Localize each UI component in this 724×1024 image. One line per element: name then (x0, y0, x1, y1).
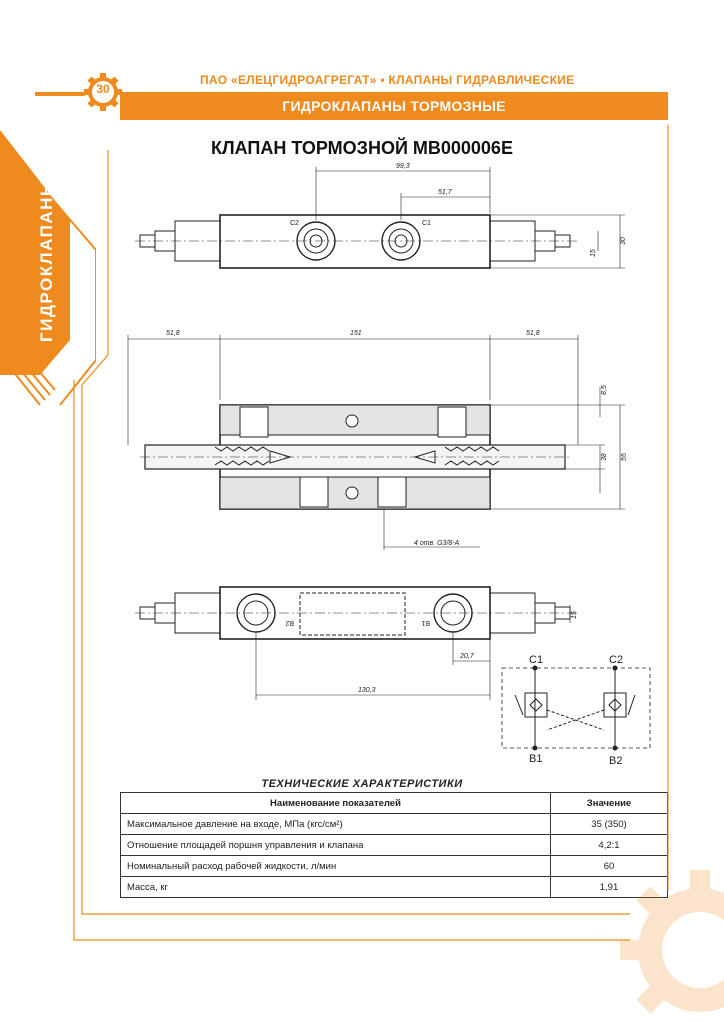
bottom-view (135, 586, 580, 700)
specs-header-row: Наименование показателей Значение (120, 792, 668, 814)
schema-b2: B2 (609, 755, 622, 767)
section-dim-right: 51,8 (526, 330, 540, 337)
header-section-band: ГИДРОКЛАПАНЫ ТОРМОЗНЫЕ (120, 92, 668, 120)
top-port-c2: С2 (290, 220, 299, 227)
bottom-port-b1: В1 (421, 619, 430, 626)
table-row: Отношение площадей поршня управления и к… (120, 834, 668, 856)
spec-name: Номинальный расход рабочей жидкости, л/м… (120, 855, 551, 877)
technical-drawing: 99,3 51,7 С2 С1 30 15 (127, 163, 651, 767)
bottom-dim-b: 130,3 (358, 687, 376, 694)
section-view (127, 335, 625, 550)
schema-c1: C1 (529, 654, 543, 666)
section-dim-mid: 38 (601, 453, 608, 461)
section-dim-top: 8,5 (601, 385, 608, 395)
section-dim-left: 51,8 (166, 330, 180, 337)
specs-col-name: Наименование показателей (120, 792, 551, 814)
spec-value: 35 (350) (550, 813, 668, 835)
bottom-dim-a: 20,7 (459, 653, 475, 660)
spec-value: 1,91 (550, 876, 668, 898)
spec-value: 60 (550, 855, 668, 877)
page-number: 30 (96, 82, 110, 96)
side-tab-shape (0, 130, 96, 406)
section-dim-center: 151 (350, 330, 362, 337)
top-port-c1: С1 (422, 220, 431, 227)
side-tab-label: ГИДРОКЛАПАНЫ (37, 177, 56, 343)
top-view (135, 167, 625, 269)
header-accent-line (35, 92, 85, 96)
header-company-line: ПАО «ЕЛЕЦГИДРОАГРЕГАТ» • КЛАПАНЫ ГИДРАВЛ… (200, 73, 575, 87)
table-row: Номинальный расход рабочей жидкости, л/м… (120, 855, 668, 877)
schema-b1: B1 (529, 753, 542, 765)
specs-title: ТЕХНИЧЕСКИЕ ХАРАКТЕРИСТИКИ (261, 778, 463, 790)
table-row: Максимальное давление на входе, МПа (кгс… (120, 813, 668, 835)
specs-table: Наименование показателей Значение Максим… (120, 792, 668, 898)
top-dim-half: 51,7 (438, 189, 453, 196)
bottom-dim-small: 15 (571, 611, 578, 619)
schema-c2: C2 (609, 654, 623, 666)
section-thread-note: 4 отв. G3/8-A (414, 540, 460, 547)
specs-col-value: Значение (550, 792, 668, 814)
top-dim-height: 30 (620, 237, 627, 245)
table-row: Масса, кг 1,91 (120, 876, 668, 898)
spec-name: Максимальное давление на входе, МПа (кгс… (120, 813, 551, 835)
top-dim-total: 99,3 (396, 163, 410, 170)
bottom-port-b2: В2 (285, 619, 294, 626)
top-dim-small: 15 (590, 249, 597, 257)
section-dim-height: 55 (621, 453, 628, 461)
spec-value: 4,2:1 (550, 834, 668, 856)
gear-icon (84, 73, 122, 111)
spec-name: Масса, кг (120, 876, 551, 898)
spec-name: Отношение площадей поршня управления и к… (120, 834, 551, 856)
hydraulic-schema (501, 665, 651, 751)
